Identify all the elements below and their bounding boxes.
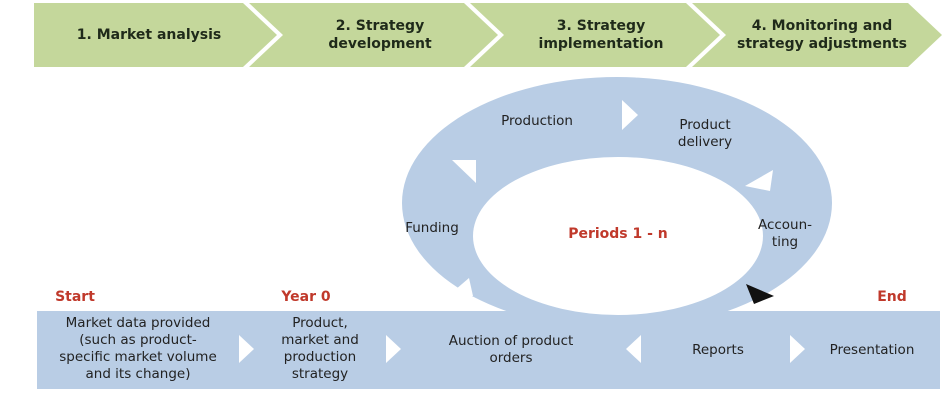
phase-chevron-4 xyxy=(692,3,942,67)
cycle-step-funding: Funding xyxy=(405,220,459,236)
marker-year0: Year 0 xyxy=(281,289,331,305)
cycle-center-label: Periods 1 - n xyxy=(568,226,668,242)
bar-arrow-icon xyxy=(626,335,641,363)
cycle-hole xyxy=(473,157,763,315)
cycle-step-accounting: Accoun- ting xyxy=(757,217,813,250)
bar-arrow-icon xyxy=(386,335,401,363)
ring-arrow-icon xyxy=(622,100,638,130)
phase-chevron-1 xyxy=(34,3,277,67)
ring-arrow-icon xyxy=(452,160,476,183)
bar-arrow-icon xyxy=(239,335,254,363)
bar-step-auction: Auction of product orders xyxy=(448,333,574,366)
phase-label-3: 3. Strategy implementation xyxy=(538,18,664,52)
ring-arrow-icon xyxy=(746,284,774,304)
phase-chevron-2 xyxy=(249,3,498,67)
bar-arrow-icon xyxy=(790,335,805,363)
phase-chevron-3 xyxy=(470,3,720,67)
ring-arrow-icon xyxy=(745,170,773,191)
marker-end: End xyxy=(877,289,907,305)
timeline-bar xyxy=(37,311,940,389)
bar-step-presentation: Presentation xyxy=(829,342,915,358)
phase-label-1: 1. Market analysis xyxy=(76,27,222,43)
bar-step-strategy: Product, market and production strategy xyxy=(281,315,359,382)
phase-label-4: 4. Monitoring and strategy adjustments xyxy=(737,18,907,52)
ring-arrow-icon xyxy=(448,278,473,296)
marker-start: Start xyxy=(55,289,95,305)
bar-step-reports: Reports xyxy=(692,342,744,358)
cycle-step-production: Production xyxy=(501,113,573,129)
bar-step-market-data: Market data provided (such as product- s… xyxy=(59,315,217,382)
phase-label-2: 2. Strategy development xyxy=(328,18,432,52)
cycle-step-product-delivery: Product delivery xyxy=(677,117,733,150)
